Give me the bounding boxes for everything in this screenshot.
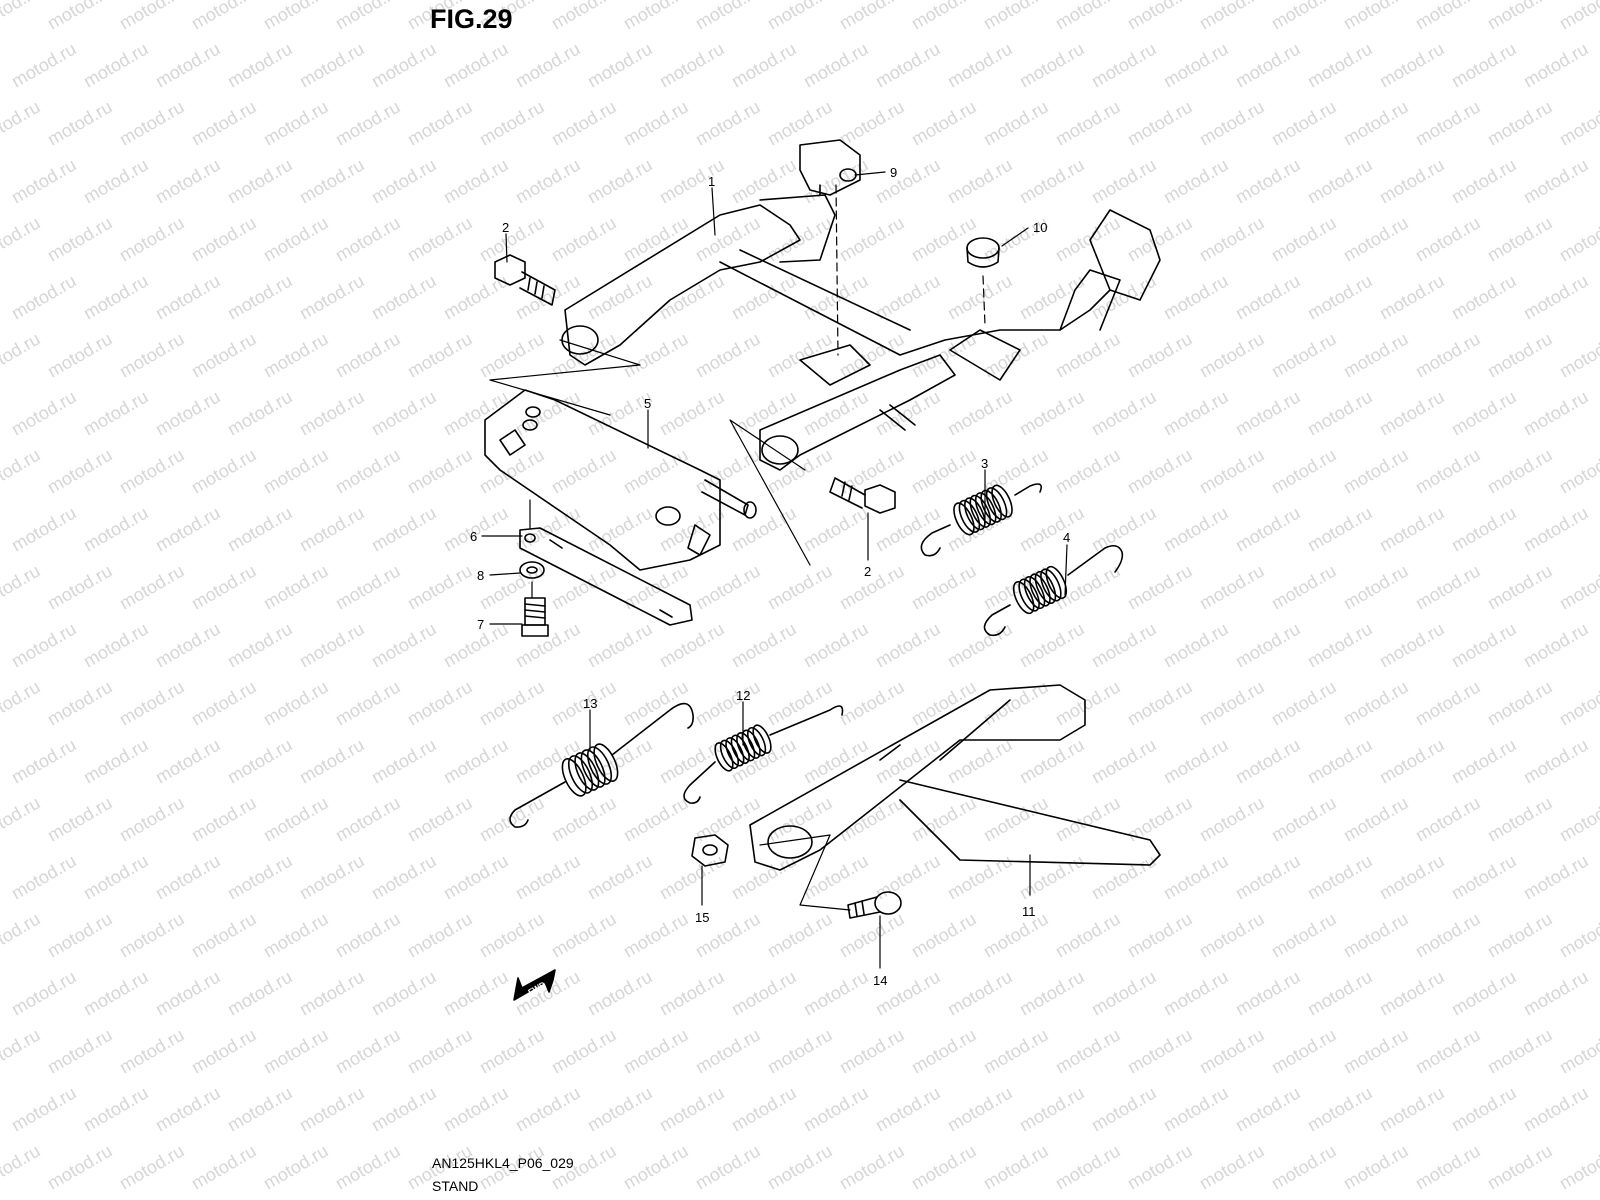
callout-10: 10 [1033, 220, 1047, 235]
spring-coil [969, 494, 992, 528]
main-stand-drawing [561, 194, 1161, 471]
spring-coil [1012, 581, 1035, 615]
spring-coil [752, 724, 772, 754]
callout-4: 4 [1063, 530, 1070, 545]
spring-coil [714, 742, 734, 772]
spring-coil [980, 489, 1002, 523]
spring-coil [964, 497, 986, 531]
spring-hook [509, 781, 566, 828]
spring-hook [611, 702, 694, 756]
guide-lines [489, 184, 986, 911]
callout-8: 8 [477, 568, 484, 583]
bolt-7-drawing [521, 597, 549, 637]
spring-13-drawing [509, 702, 694, 828]
callout-6: 6 [470, 529, 477, 544]
spring-coil [741, 729, 761, 759]
spring-hook [983, 604, 1011, 637]
figure-code: AN125HKL4_P06_029 [432, 1155, 574, 1171]
spring-hook [769, 705, 844, 736]
spring-12-drawing [683, 705, 844, 804]
spring-coil [1018, 578, 1040, 612]
nut-15-drawing [691, 834, 729, 867]
spring-4-drawing [983, 544, 1124, 637]
callout-7: 7 [477, 617, 484, 632]
part-5-bracket-drawing [484, 389, 757, 571]
bolt-2-bottom-drawing [829, 477, 896, 514]
spring-coil [991, 484, 1013, 518]
callout-9: 9 [890, 165, 897, 180]
spring-coil [958, 499, 981, 533]
callout-1: 1 [708, 174, 715, 189]
spring-coil [974, 492, 997, 526]
spring-3-drawing [920, 483, 1043, 557]
figure-title: FIG.29 [430, 4, 513, 34]
part-10-stopper-drawing [966, 237, 1000, 268]
callout-14: 14 [873, 973, 887, 988]
spring-coil [985, 487, 1008, 521]
washer-8-drawing [519, 561, 545, 579]
callout-2-bottom: 2 [864, 564, 871, 579]
spring-coil [746, 726, 767, 757]
spring-coil [1029, 573, 1051, 607]
side-stand-11-drawing [749, 684, 1161, 871]
spring-coil [580, 749, 606, 788]
spring-coil [1045, 565, 1068, 599]
callout-12: 12 [736, 688, 750, 703]
spring-coil [953, 502, 975, 536]
spring-coil [561, 758, 587, 797]
spring-coil [725, 737, 745, 767]
leader-lines [481, 171, 1068, 969]
spring-hook [1014, 483, 1043, 496]
part-9-cap-drawing [799, 139, 861, 196]
part-6-plate-drawing [519, 527, 693, 626]
bolt-14-drawing [847, 891, 902, 919]
spring-coil [719, 739, 740, 770]
callout-2-top: 2 [502, 220, 509, 235]
spring-coil [574, 752, 600, 791]
spring-hook [1067, 544, 1124, 576]
washer-8-inner-drawing [526, 566, 538, 574]
callout-3: 3 [981, 456, 988, 471]
callout-13: 13 [583, 696, 597, 711]
callout-labels: 1 2 2 3 4 5 6 7 8 9 10 11 12 13 14 15 FW… [470, 165, 1070, 997]
spring-coil [593, 743, 619, 782]
spring-coil [730, 734, 750, 764]
callout-11: 11 [1022, 904, 1036, 919]
spring-coil [1023, 575, 1046, 610]
spring-coil [567, 755, 594, 794]
callout-15: 15 [695, 910, 709, 925]
spring-coil [586, 746, 613, 785]
spring-coil [1034, 570, 1057, 605]
bolt-2-top-drawing [494, 254, 556, 306]
callout-5: 5 [644, 396, 651, 411]
figure-name: STAND [432, 1178, 479, 1194]
spring-coil [736, 732, 756, 762]
spring-coil [1040, 568, 1062, 602]
spring-hook [920, 524, 951, 557]
fwd-arrow [513, 969, 556, 1001]
spring-hook [683, 761, 716, 804]
